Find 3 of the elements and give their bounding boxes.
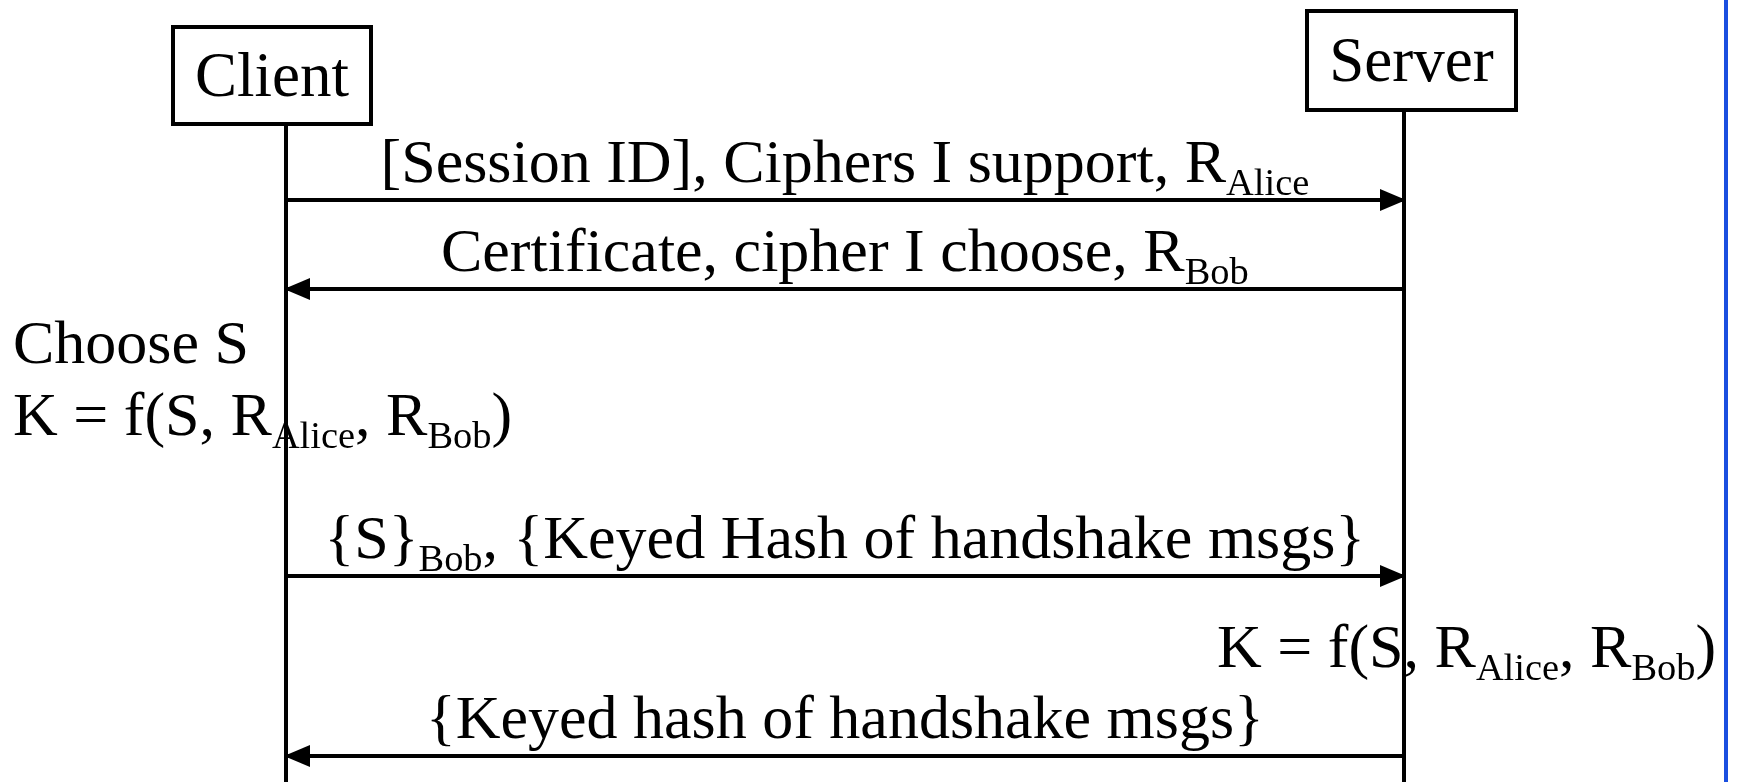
participant-name: Server: [1329, 24, 1494, 97]
participant-name: Client: [195, 39, 349, 112]
note-text: Choose S: [13, 308, 249, 377]
